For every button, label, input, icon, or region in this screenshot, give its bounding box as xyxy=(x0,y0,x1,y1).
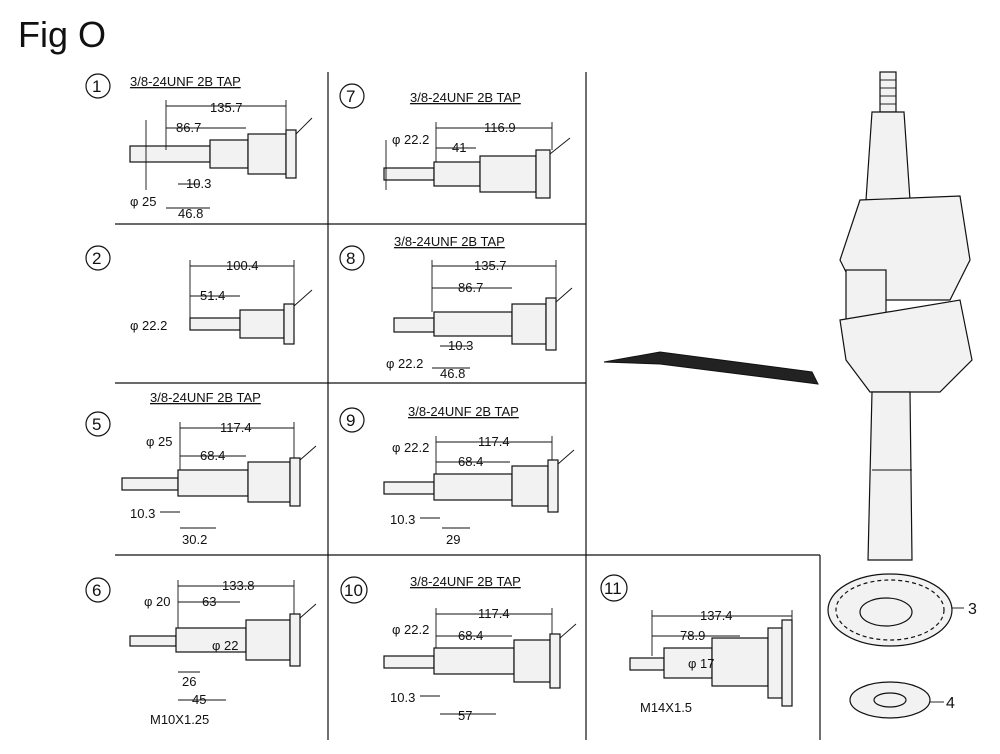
panel-number: 10 xyxy=(344,581,363,600)
dim-text: φ 22.2 xyxy=(392,132,429,147)
dim-text: 135.7 xyxy=(210,100,243,115)
tap-label: 3/8-24UNF 2B TAP xyxy=(394,234,505,249)
part-label-4: 4 xyxy=(946,695,955,712)
dim-text: φ 25 xyxy=(130,194,157,209)
dim-text: 117.4 xyxy=(478,434,510,449)
tap-label: 3/8-24UNF 2B TAP xyxy=(130,74,241,89)
panel-10: 10 3/8-24UNF 2B TAP 117.4 φ 22.2 68.4 10… xyxy=(340,574,577,723)
dim-text: 117.4 xyxy=(220,420,252,435)
dim-text: φ 22.2 xyxy=(392,622,429,637)
dim-text: 46.8 xyxy=(178,206,203,221)
dim-text: φ 25 xyxy=(146,434,173,449)
tap-label: 3/8-24UNF 2B TAP xyxy=(410,574,521,589)
panel-2: 2 100.4 51.4 φ 22.2 xyxy=(85,245,313,345)
dim-text: 86.7 xyxy=(176,120,201,135)
dim-text: 57 xyxy=(458,708,472,723)
panel-number: 8 xyxy=(346,249,355,268)
dim-text: φ 22 xyxy=(212,638,239,653)
dim-text: 10.3 xyxy=(390,690,415,705)
panel-number: 2 xyxy=(92,249,101,268)
tap-label: 3/8-24UNF 2B TAP xyxy=(410,90,521,105)
panel-5: 5 3/8-24UNF 2B TAP 117.4 φ 25 68.4 10.3 … xyxy=(85,390,317,547)
panel-7: 7 3/8-24UNF 2B TAP 116.9 φ 22.2 41 xyxy=(339,83,571,199)
dim-text: 100.4 xyxy=(226,258,259,273)
dim-text: 78.9 xyxy=(680,628,705,643)
panel-number: 11 xyxy=(604,579,622,598)
dim-text: 29 xyxy=(446,532,460,547)
dim-text: φ 22.2 xyxy=(386,356,423,371)
dim-text: 68.4 xyxy=(200,448,225,463)
panel-8: 8 3/8-24UNF 2B TAP 135.7 86.7 10.3 φ 22.… xyxy=(339,234,573,381)
panel-number: 5 xyxy=(92,415,101,434)
panel-number: 9 xyxy=(346,411,355,430)
dim-text: 45 xyxy=(192,692,206,707)
dim-text: 86.7 xyxy=(458,280,483,295)
panel-grid xyxy=(115,72,821,740)
tap-label: 3/8-24UNF 2B TAP xyxy=(408,404,519,419)
gear-part-3: 3 xyxy=(827,573,977,647)
dim-text: 10.3 xyxy=(448,338,473,353)
washer-part-4: 4 xyxy=(849,681,955,719)
dim-text: 51.4 xyxy=(200,288,225,303)
crankshaft-drawing xyxy=(839,71,973,561)
panel-6: 6 133.8 φ 20 63 φ 22 26 45 M10X1.25 xyxy=(85,577,317,727)
panel-11: 11 137.4 78.9 φ 17 M14X1.5 xyxy=(600,574,793,715)
dim-text: φ 22.2 xyxy=(392,440,429,455)
dim-text: 117.4 xyxy=(478,606,510,621)
panel-number: 7 xyxy=(346,87,355,106)
dim-text: 133.8 xyxy=(222,578,255,593)
panel-number: 1 xyxy=(92,77,101,96)
dim-text: 26 xyxy=(182,674,196,689)
part-label-3: 3 xyxy=(968,601,977,618)
dim-text: 135.7 xyxy=(474,258,507,273)
panel-1: 1 3/8-24UNF 2B TAP 135.7 86.7 10.3 φ 25 … xyxy=(85,73,313,221)
dim-text: 63 xyxy=(202,594,216,609)
dim-text: φ 20 xyxy=(144,594,171,609)
dim-text: 116.9 xyxy=(484,120,516,135)
dim-text: 68.4 xyxy=(458,454,483,469)
dim-text: φ 22.2 xyxy=(130,318,167,333)
dim-text: 68.4 xyxy=(458,628,483,643)
panel-number: 6 xyxy=(92,581,101,600)
dim-text: 10.3 xyxy=(390,512,415,527)
panel-9: 9 3/8-24UNF 2B TAP 117.4 φ 22.2 68.4 10.… xyxy=(339,404,575,547)
pointer-arrow-icon xyxy=(603,351,819,385)
dim-text: 41 xyxy=(452,140,466,155)
dim-text: 137.4 xyxy=(700,608,733,623)
dim-text: 10.3 xyxy=(186,176,211,191)
dim-text: 30.2 xyxy=(182,532,207,547)
dim-text: φ 17 xyxy=(688,656,715,671)
figure-title: Fig O xyxy=(18,14,107,55)
dim-text: M10X1.25 xyxy=(150,712,209,727)
dim-text: 10.3 xyxy=(130,506,155,521)
tap-label: 3/8-24UNF 2B TAP xyxy=(150,390,261,405)
dim-text: 46.8 xyxy=(440,366,465,381)
dim-text: M14X1.5 xyxy=(640,700,692,715)
